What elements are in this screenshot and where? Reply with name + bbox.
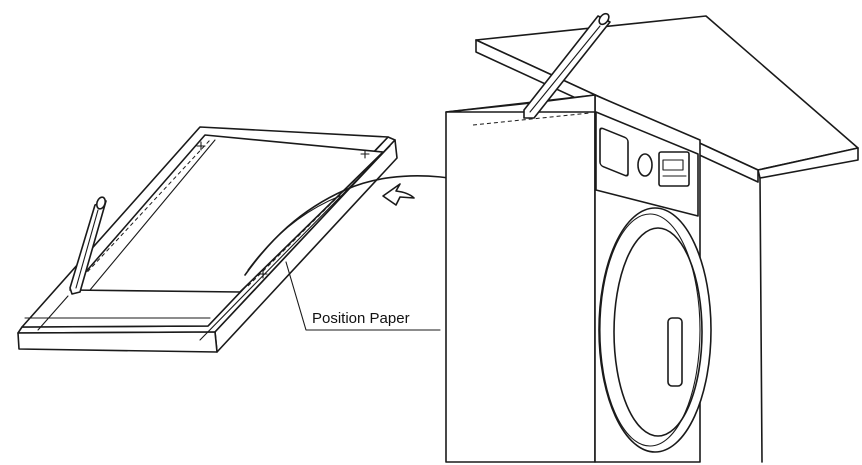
right-rail-line — [199, 145, 391, 341]
detergent-drawer — [599, 127, 629, 177]
position-paper-callout: Position Paper — [285, 261, 441, 331]
plus-mark — [258, 269, 268, 279]
door-inner-ring — [599, 213, 701, 447]
pencil-icon — [69, 196, 107, 295]
top-dashed-line — [472, 112, 591, 126]
position-paper-label: Position Paper — [312, 310, 410, 327]
machine-side — [445, 94, 596, 463]
left-edge-line — [89, 139, 216, 291]
display-screen — [662, 159, 684, 171]
cabinet-right-edge — [759, 177, 763, 463]
program-knob — [637, 153, 653, 177]
plus-mark — [360, 149, 370, 159]
template-board — [17, 126, 398, 353]
plus-mark — [196, 141, 206, 151]
left-dashed-guide — [77, 139, 211, 283]
right-dashed-guide — [247, 157, 378, 287]
board-front — [17, 331, 218, 353]
pencil-icon — [523, 12, 611, 119]
washing-machine — [445, 12, 712, 463]
position-paper-sheet — [69, 134, 384, 293]
callout-leader-line — [285, 261, 441, 331]
arrow-head — [382, 183, 415, 206]
machine-top — [445, 94, 596, 113]
door-handle — [667, 317, 683, 387]
worktop-front — [757, 147, 859, 179]
left-rail-line — [37, 295, 69, 331]
